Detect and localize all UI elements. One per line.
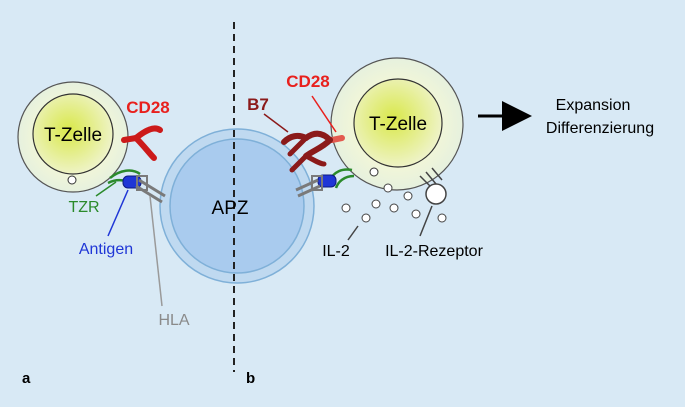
expansion-label: Expansion [556,97,631,114]
il2-receptor-leader-line [419,205,433,237]
panel-a-label: a [22,370,31,387]
tzr-antigen-hla-a [107,169,166,204]
il2-label: IL-2 [322,243,350,260]
cd28-receptor-b [329,135,345,143]
tzr-antigen-hla-b [295,168,355,198]
tzr-leader-line [95,181,117,197]
il2-receptor [419,167,447,205]
tcell-b [330,57,464,191]
apz-label: APZ [212,198,249,219]
hla-label: HLA [158,312,189,329]
differentiation-label: Differenzierung [546,120,654,137]
cd28-b-label: CD28 [286,72,329,91]
cd28-receptor-a [121,125,163,161]
cd28-b-leader-line [311,95,337,133]
antigen-label: Antigen [79,241,133,258]
antigen-leader-line [107,189,129,237]
b7-label: B7 [247,95,269,114]
b7-ligand [281,130,333,173]
il2-molecules [341,183,447,223]
tcell-a [17,81,129,193]
hla-leader-line [149,195,163,307]
panel-b-label: b [246,370,255,387]
il2-receptor-label: IL-2-Rezeptor [385,243,483,260]
cd28-a-label: CD28 [126,98,169,117]
apz-cell [159,128,315,284]
tzr-label: TZR [68,199,99,216]
il2-leader-line [347,225,359,241]
tcell-a-label: T-Zelle [44,125,102,146]
tcell-b-label: T-Zelle [369,114,427,135]
b7-leader-line [263,113,289,133]
